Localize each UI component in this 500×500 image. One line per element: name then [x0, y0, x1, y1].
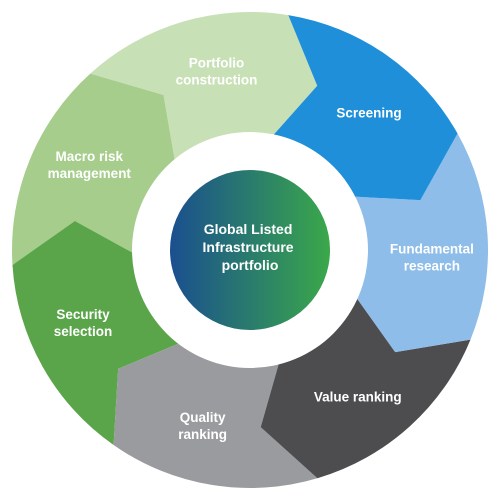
- segment-fundamental-research: [345, 133, 488, 353]
- label-fundamental-research: Fundamental research: [390, 242, 474, 274]
- label-line: construction: [176, 73, 258, 88]
- label-line: selection: [54, 324, 113, 339]
- label-line: management: [48, 166, 132, 181]
- label-screening: Screening: [336, 105, 401, 120]
- center-label-line: Global Listed: [204, 221, 293, 237]
- center-label-line: portfolio: [222, 257, 279, 273]
- label-line: research: [404, 259, 460, 274]
- segment-macro-risk-management: [12, 73, 177, 265]
- label-line: Screening: [336, 105, 401, 120]
- segment-value-ranking: [260, 291, 471, 479]
- segment-portfolio-construction: [90, 12, 318, 169]
- center-disc: [170, 170, 330, 330]
- label-quality-ranking: Quality ranking: [178, 410, 227, 442]
- center-label: Global Listed Infrastructure portfolio: [203, 221, 298, 273]
- label-portfolio-construction: Portfolio construction: [176, 56, 258, 88]
- label-line: ranking: [178, 427, 227, 442]
- label-line: Quality: [180, 410, 226, 425]
- label-line: Portfolio: [189, 56, 245, 71]
- segment-quality-ranking: [113, 340, 318, 488]
- label-line: Macro risk: [56, 149, 124, 164]
- label-line: Security: [56, 307, 110, 322]
- label-line: Fundamental: [390, 242, 474, 257]
- label-value-ranking: Value ranking: [314, 390, 402, 405]
- label-macro-risk-management: Macro risk management: [48, 149, 132, 181]
- center-label-line: Infrastructure: [203, 239, 294, 255]
- label-line: Value ranking: [314, 390, 402, 405]
- label-security-selection: Security selection: [54, 307, 113, 339]
